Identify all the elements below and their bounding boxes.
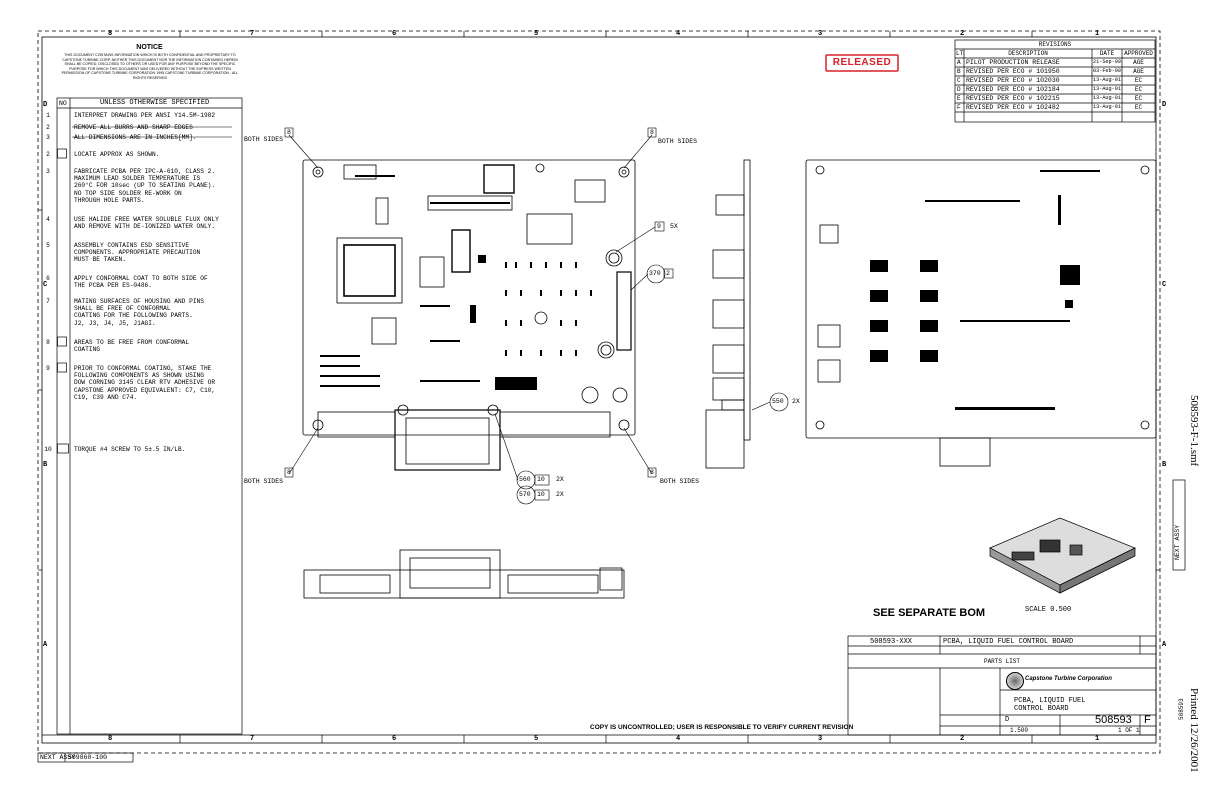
tb-scale: 1.500 xyxy=(1010,727,1029,734)
pcb-bottom-view xyxy=(805,159,1157,467)
callout-both-sides-tr: BOTH SIDES xyxy=(658,138,698,145)
tb-dwg-no: 508593 xyxy=(1095,714,1132,726)
isometric-view xyxy=(989,517,1136,594)
zone-top-6: 6 xyxy=(392,30,397,38)
connector-end-view xyxy=(303,549,625,599)
callout-flag-10-570: 10 xyxy=(537,491,545,498)
side-next-assy-tab: NEXT ASSY xyxy=(1174,524,1181,560)
callout-item-560: 560 xyxy=(519,476,531,483)
callout-flag-8-tl: 8 xyxy=(287,129,291,136)
see-separate-bom: SEE SEPARATE BOM xyxy=(873,607,986,619)
released-stamp: RELEASED xyxy=(832,57,892,68)
zone-top-7: 7 xyxy=(250,30,255,38)
pcb-top-view xyxy=(302,159,636,471)
zone-bottom-1: 1 xyxy=(1095,735,1100,743)
rev-header-date: DATE xyxy=(1099,50,1115,57)
callout-item-370: 370 xyxy=(649,270,661,277)
zone-bottom-4: 4 xyxy=(676,735,681,743)
zone-top-4: 4 xyxy=(676,30,681,38)
zone-bottom-2: 2 xyxy=(960,735,965,743)
callout-flag-8-bl: 8 xyxy=(287,469,291,476)
zone-left-d: D xyxy=(43,101,48,109)
bottom-smd xyxy=(870,170,1100,410)
next-assy-label: NEXT ASSY xyxy=(40,754,76,761)
zone-right-c: C xyxy=(1162,281,1167,289)
smd-components xyxy=(320,175,592,387)
callout-flag-10-560: 10 xyxy=(537,476,545,483)
zone-top-3: 3 xyxy=(818,30,823,38)
tb-size: D xyxy=(1005,716,1010,724)
scale-label: SCALE 0.500 xyxy=(1025,606,1072,614)
tb-company: Capstone Turbine Corporation xyxy=(1025,676,1112,682)
rev-header-ltr: LTR xyxy=(956,50,964,57)
tb-title-1: PCBA, LIQUID FUEL xyxy=(1014,697,1086,705)
black-label-block xyxy=(495,377,537,390)
next-assy-number: 509860-100 xyxy=(68,754,108,761)
zone-left-b: B xyxy=(43,461,48,469)
zone-bottom-3: 3 xyxy=(818,735,823,743)
tb-part-no: 508593-XXX xyxy=(870,638,913,646)
callout-flag-9: 9 xyxy=(657,223,661,230)
callout-both-sides-bl: BOTH SIDES xyxy=(244,478,284,485)
rev-header-approved: APPROVED xyxy=(1124,50,1153,57)
zone-right-d: D xyxy=(1162,101,1167,109)
rev-header-desc: DESCRIPTION xyxy=(1008,50,1048,57)
tb-sheet: 1 OF 1 xyxy=(1118,727,1140,734)
side-part-tab: 508593 xyxy=(1178,698,1185,720)
copy-notice: COPY IS UNCONTROLLED; USER IS RESPONSIBL… xyxy=(590,724,854,731)
notes-table xyxy=(56,97,243,735)
notice-title: NOTICE xyxy=(136,44,163,51)
zone-left-c: C xyxy=(43,281,48,289)
callout-item-570: 570 xyxy=(519,491,531,498)
notes-header-title: UNLESS OTHERWISE SPECIFIED xyxy=(100,99,210,107)
zone-top-1: 1 xyxy=(1095,30,1100,38)
tb-rev: F xyxy=(1144,714,1151,726)
callout-leaders xyxy=(284,127,789,505)
sheet-border xyxy=(37,30,1161,754)
callout-item-550: 550 xyxy=(772,398,784,405)
callout-qty-5x: 5X xyxy=(670,223,678,230)
revisions-table xyxy=(954,39,1156,123)
capstone-logo-icon xyxy=(1006,672,1024,690)
notes-header-no: NO xyxy=(59,100,67,107)
callout-qty-2x-550: 2X xyxy=(792,398,800,405)
zone-bottom-7: 7 xyxy=(250,735,255,743)
zone-bottom-5: 5 xyxy=(534,735,539,743)
zone-bottom-8: 8 xyxy=(108,735,113,743)
callout-item-370-flag: 2 xyxy=(666,270,670,277)
title-block xyxy=(847,635,1157,736)
tb-part-desc: PCBA, LIQUID FUEL CONTROL BOARD xyxy=(943,638,1074,646)
tb-parts-list: PARTS LIST xyxy=(983,658,1020,665)
notice-text: THIS DOCUMENT CONTAINS INFORMATION WHICH… xyxy=(61,53,239,80)
callout-qty-2x-560: 2X xyxy=(556,476,564,483)
tb-title-2: CONTROL BOARD xyxy=(1014,705,1069,713)
pcb-side-view xyxy=(705,159,751,469)
zone-left-a: A xyxy=(43,641,48,649)
side-printed: Printed 12/26/2001 xyxy=(1188,688,1200,773)
callout-both-sides-br: BOTH SIDES xyxy=(660,478,700,485)
zone-top-5: 5 xyxy=(534,30,539,38)
zone-right-b: B xyxy=(1162,461,1167,469)
callout-flag-8-br: 8 xyxy=(650,469,654,476)
callout-both-sides-tl: BOTH SIDES xyxy=(244,136,284,143)
callout-flag-8-tr: 8 xyxy=(650,129,654,136)
zone-top-8: 8 xyxy=(108,30,113,38)
callout-qty-2x-570: 2X xyxy=(556,491,564,498)
side-filename: 508593-F-1.smf xyxy=(1188,395,1200,467)
revisions-title: REVISIONS xyxy=(1038,41,1072,48)
zone-bottom-6: 6 xyxy=(392,735,397,743)
zone-top-2: 2 xyxy=(960,30,965,38)
zone-right-a: A xyxy=(1162,641,1167,649)
